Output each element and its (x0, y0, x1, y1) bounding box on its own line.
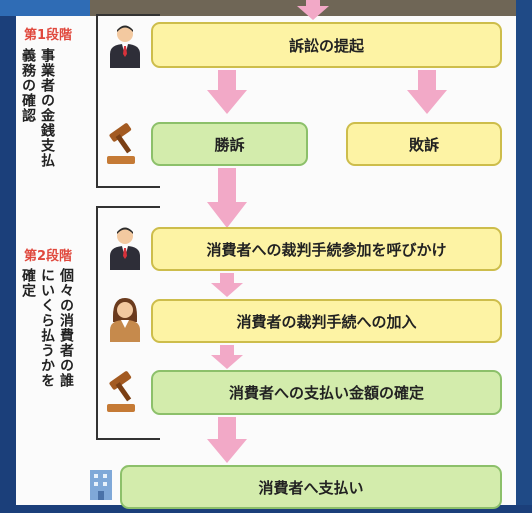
arrow-lawsuit-to-win (207, 70, 247, 114)
stage2-bracket (96, 206, 160, 440)
gavel-icon (107, 123, 135, 164)
building-icon (90, 470, 112, 500)
step-win-box: 勝訴 (151, 122, 308, 166)
step-confirm-amount-box: 消費者への支払い金額の確定 (151, 370, 502, 415)
bottom-frame (0, 505, 532, 513)
top-frame (0, 0, 532, 16)
gavel-icon (107, 371, 135, 412)
step-pay-box: 消費者へ支払い (120, 465, 502, 509)
arrow-top (297, 0, 329, 20)
stage1-bracket (96, 14, 160, 188)
stage1-description: 事業者の金銭支払義務の確認 (20, 48, 55, 168)
step-call-consumers-box: 消費者への裁判手続参加を呼びかけ (151, 227, 502, 271)
person-icon (110, 227, 140, 270)
step-consumer-join-box: 消費者の裁判手続への加入 (151, 299, 502, 343)
step-lose-box: 敗訴 (346, 122, 502, 166)
stage2-title: 第2段階 (24, 249, 73, 264)
arrow-confirm-to-pay (207, 417, 247, 463)
arrow-join-to-confirm (211, 345, 243, 369)
step-lawsuit-box: 訴訟の提起 (151, 22, 502, 68)
left-frame (0, 16, 16, 513)
arrow-win-to-call (207, 168, 247, 228)
person-icon (110, 25, 140, 68)
woman-icon (110, 298, 140, 342)
arrow-call-to-join (211, 273, 243, 297)
top-frame-accent (0, 0, 90, 16)
arrow-lawsuit-to-lose (407, 70, 447, 114)
right-frame (516, 0, 532, 513)
stage1-title: 第1段階 (24, 28, 73, 43)
stage2-description: 個々の消費者の誰にいくら払うかを確定 (20, 268, 74, 388)
